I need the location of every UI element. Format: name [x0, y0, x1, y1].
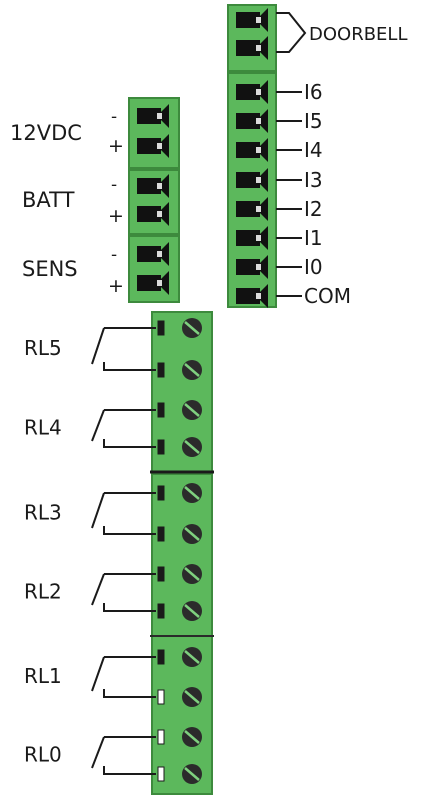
screw-terminal-icon: [157, 764, 202, 784]
sens-minus-sign: -: [111, 245, 117, 265]
input-label-com: COM: [304, 284, 351, 308]
batt-plus-sign: +: [108, 205, 124, 227]
doorbell-bracket-line: [276, 12, 307, 53]
plug-socket-icon: [236, 168, 268, 192]
screw-terminal-icon: [157, 400, 202, 420]
plug-socket-icon: [236, 255, 268, 279]
relay-switch-icon: [91, 492, 156, 535]
input-label-i3: I3: [304, 168, 323, 192]
plug-socket-icon: [236, 80, 268, 104]
relay-label-rl0: RL0: [24, 743, 62, 767]
plug-socket-icon: [236, 8, 268, 32]
plug-socket-icon: [236, 226, 268, 250]
input-label-i0: I0: [304, 255, 323, 279]
screw-terminal-icon: [157, 687, 202, 707]
plug-socket-icon: [236, 138, 268, 162]
plug-socket-icon: [236, 197, 268, 221]
plug-socket-icon: [137, 271, 169, 295]
relay-label-rl5: RL5: [24, 336, 62, 360]
12vdc-minus-sign: -: [111, 107, 117, 127]
screw-terminal-icon: [157, 483, 202, 503]
plug-socket-icon: [137, 104, 169, 128]
screw-terminal-icon: [157, 727, 202, 747]
doorbell-label: DOORBELL: [309, 24, 407, 45]
relay-label-rl4: RL4: [24, 416, 62, 440]
power-connector-block: 12VDC BATT SENS - + - + - +: [10, 97, 180, 303]
screw-terminal-icon: [157, 564, 202, 584]
relay-switch-icon: [91, 327, 156, 371]
sens-connector-housing: [128, 235, 180, 303]
screw-terminal-icon: [157, 601, 202, 621]
batt-minus-sign: -: [111, 175, 117, 195]
input-label-i5: I5: [304, 109, 323, 133]
input-label-i6: I6: [304, 80, 323, 104]
screw-terminal-icon: [157, 647, 202, 667]
12vdc-label: 12VDC: [10, 121, 82, 145]
batt-label: BATT: [22, 188, 75, 212]
screw-terminal-icon: [157, 318, 202, 338]
input-label-i4: I4: [304, 138, 323, 162]
plug-socket-icon: [137, 242, 169, 266]
screw-terminal-icon: [157, 524, 202, 544]
relay-label-rl3: RL3: [24, 501, 62, 525]
relay-switch-icon: [91, 409, 156, 448]
relay-switch-icon: [91, 656, 156, 698]
sens-plus-sign: +: [108, 275, 124, 297]
relay-label-rl1: RL1: [24, 664, 62, 688]
sens-label: SENS: [22, 257, 78, 281]
plug-socket-icon: [137, 202, 169, 226]
relay-switch-icon: [91, 573, 156, 612]
plug-socket-icon: [137, 134, 169, 158]
input-label-i1: I1: [304, 226, 323, 250]
screw-terminal-icon: [157, 437, 202, 457]
12vdc-plus-sign: +: [108, 135, 124, 157]
plug-socket-icon: [137, 174, 169, 198]
relay-switch-icon: [91, 736, 156, 775]
plug-socket-icon: [236, 284, 268, 308]
plug-socket-icon: [236, 36, 268, 60]
screw-terminal-icon: [157, 360, 202, 380]
input-label-i2: I2: [304, 197, 323, 221]
relay-label-rl2: RL2: [24, 580, 62, 604]
plug-socket-icon: [236, 109, 268, 133]
